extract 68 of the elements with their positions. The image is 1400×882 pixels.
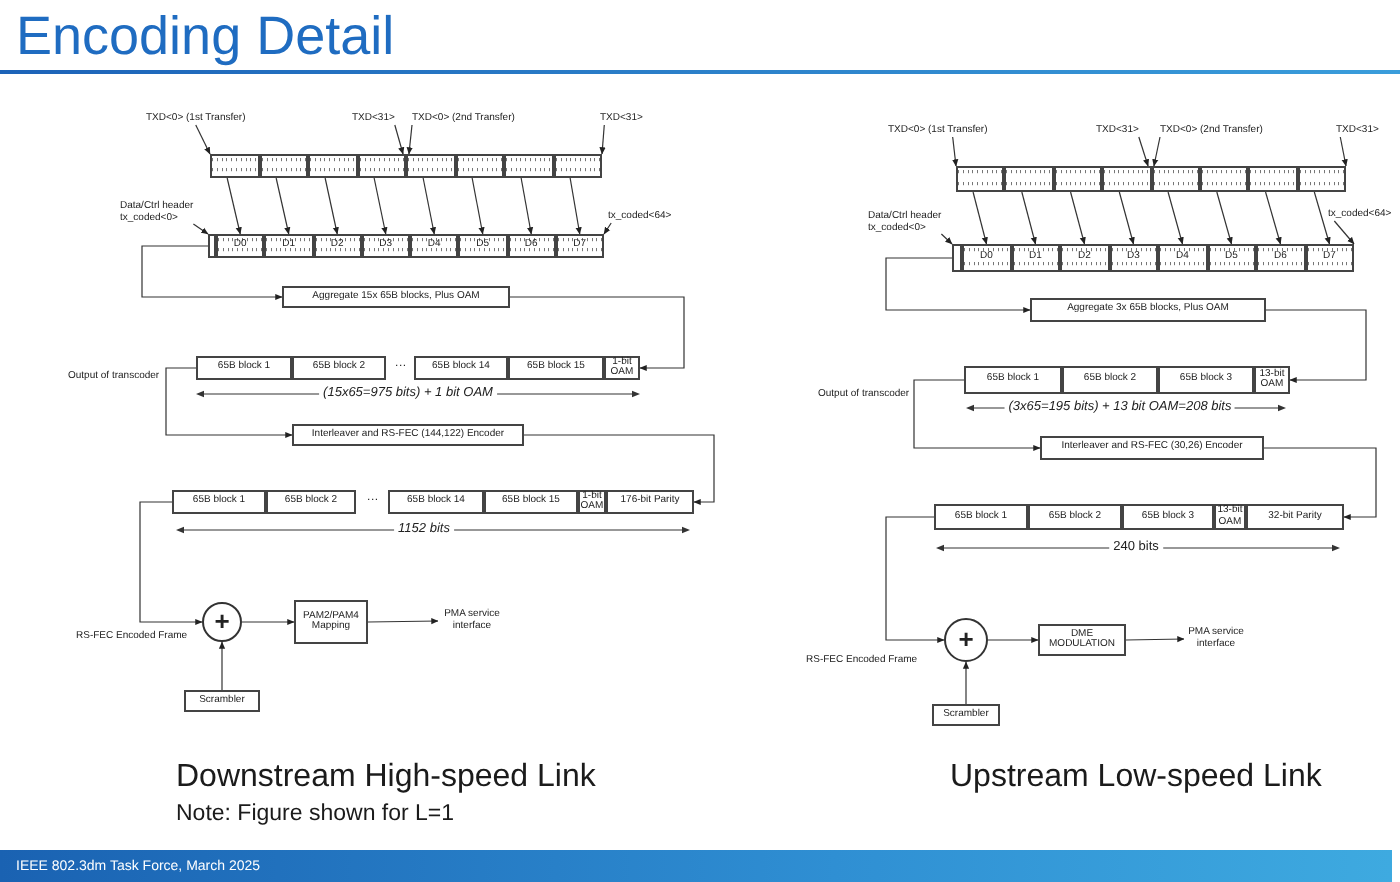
arrow — [523, 434, 715, 506]
arrow — [913, 379, 1041, 452]
leader-arrow — [599, 124, 606, 155]
arrow — [422, 177, 436, 235]
arrow — [1313, 191, 1331, 245]
arrow — [509, 296, 685, 372]
arrow — [324, 177, 339, 235]
arrow — [1264, 191, 1282, 245]
transfer-cell — [308, 154, 357, 178]
arrow — [165, 367, 293, 439]
caption: Downstream High-speed Link — [176, 762, 596, 794]
leader-arrow — [1333, 220, 1355, 245]
arrow — [885, 516, 945, 644]
arrow — [520, 177, 534, 235]
transfer-cell — [406, 154, 455, 178]
arrow — [1021, 191, 1037, 245]
arrow — [141, 245, 283, 301]
leader-arrow — [1339, 136, 1348, 167]
header-cell — [208, 234, 216, 258]
summing-junction: + — [944, 618, 988, 662]
transfer-cell — [1199, 166, 1249, 192]
leader-arrow — [1152, 136, 1161, 167]
transfer-cell — [210, 154, 259, 178]
transfer-cell — [1102, 166, 1151, 192]
arrow — [226, 177, 242, 235]
arrow — [1167, 191, 1184, 245]
arrow — [367, 618, 439, 625]
arrow — [218, 641, 226, 691]
leader-arrow — [603, 222, 612, 235]
transfer-cell — [956, 166, 1005, 192]
arrow — [972, 191, 988, 245]
arrow — [241, 618, 295, 626]
arrow — [987, 636, 1039, 644]
arrow — [962, 661, 970, 705]
transfer-cell — [1053, 166, 1103, 192]
transfer-cell — [259, 154, 308, 178]
transfer-cell — [1248, 166, 1298, 192]
arrow — [471, 177, 485, 235]
caption: Upstream Low-speed Link — [950, 762, 1322, 794]
transfer-cell — [553, 154, 602, 178]
arrow — [139, 501, 203, 626]
leader-arrow — [1138, 136, 1149, 167]
arrow — [1125, 636, 1185, 643]
transfer-cell — [1004, 166, 1054, 192]
leader-arrow — [952, 136, 959, 167]
arrow — [569, 177, 582, 235]
arrow — [1069, 191, 1086, 245]
arrow — [1216, 191, 1233, 245]
arrow — [885, 257, 1031, 314]
summing-junction: + — [202, 602, 242, 642]
transfer-cell — [504, 154, 553, 178]
arrow — [373, 177, 388, 235]
arrow — [1118, 191, 1135, 245]
transfer-cell — [1297, 166, 1346, 192]
arrow — [1265, 309, 1367, 384]
slide-title: Encoding Detail — [16, 4, 395, 68]
arrow — [1263, 447, 1377, 521]
leader-arrow — [195, 124, 211, 155]
transfer-cell — [357, 154, 406, 178]
leader-arrow — [394, 124, 405, 155]
note-text: Note: Figure shown for L=1 — [176, 804, 455, 827]
leader-arrow — [192, 223, 209, 235]
leader-arrow — [940, 233, 953, 245]
arrow — [275, 177, 291, 235]
leader-arrow — [406, 124, 413, 155]
header-cell — [952, 244, 962, 272]
transfer-cell — [1151, 166, 1200, 192]
transfer-cell — [455, 154, 504, 178]
